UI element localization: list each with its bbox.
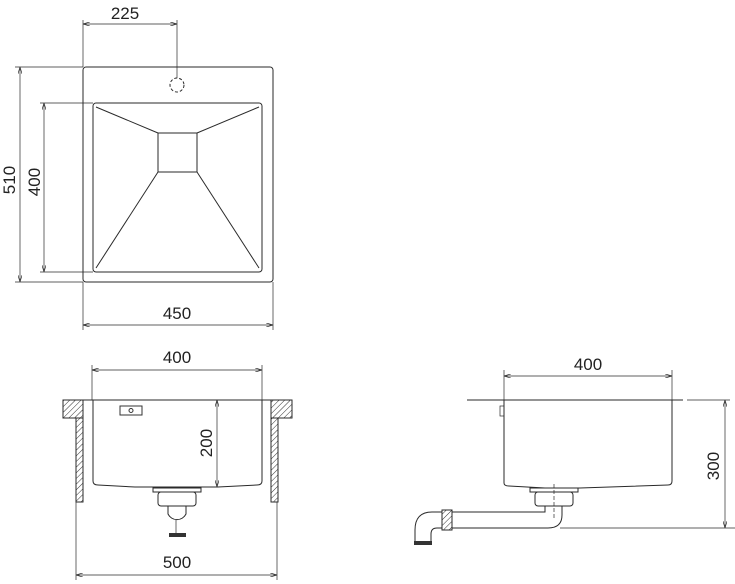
dim-label-200: 200 [197, 429, 216, 457]
dim-label-300: 300 [704, 452, 723, 480]
countertop-right [270, 399, 293, 419]
dim-label-225: 225 [111, 4, 139, 23]
front-view: 400 200 500 [62, 348, 293, 580]
dim-label-400-top: 400 [25, 168, 44, 196]
drain-square [157, 132, 198, 173]
side-view: 400 300 [414, 355, 735, 545]
tap-hole-icon [169, 77, 185, 93]
dim-label-400-side: 400 [574, 355, 602, 374]
dim-label-450: 450 [163, 304, 191, 323]
cabinet-wall-right [270, 417, 279, 503]
bowl-profile-side [503, 400, 673, 489]
bowl-profile [92, 400, 263, 488]
bowl-slope-lines [95, 106, 260, 269]
trap-pipe [167, 506, 187, 521]
drain-flange [152, 487, 202, 493]
drain-body [157, 491, 197, 507]
dim-label-500: 500 [163, 553, 191, 572]
top-view: 225 510 400 450 [0, 4, 274, 330]
cabinet-wall-left [75, 417, 84, 503]
waste-pipe [452, 506, 563, 529]
sink-outline [82, 66, 274, 283]
pipe-nut [441, 509, 453, 531]
pipe-elbow [414, 511, 442, 541]
bowl-outline [92, 102, 263, 273]
dim-label-510: 510 [0, 166, 19, 194]
countertop-left [62, 399, 84, 419]
dim-label-400-front: 400 [163, 348, 191, 367]
overflow-icon [119, 405, 143, 416]
